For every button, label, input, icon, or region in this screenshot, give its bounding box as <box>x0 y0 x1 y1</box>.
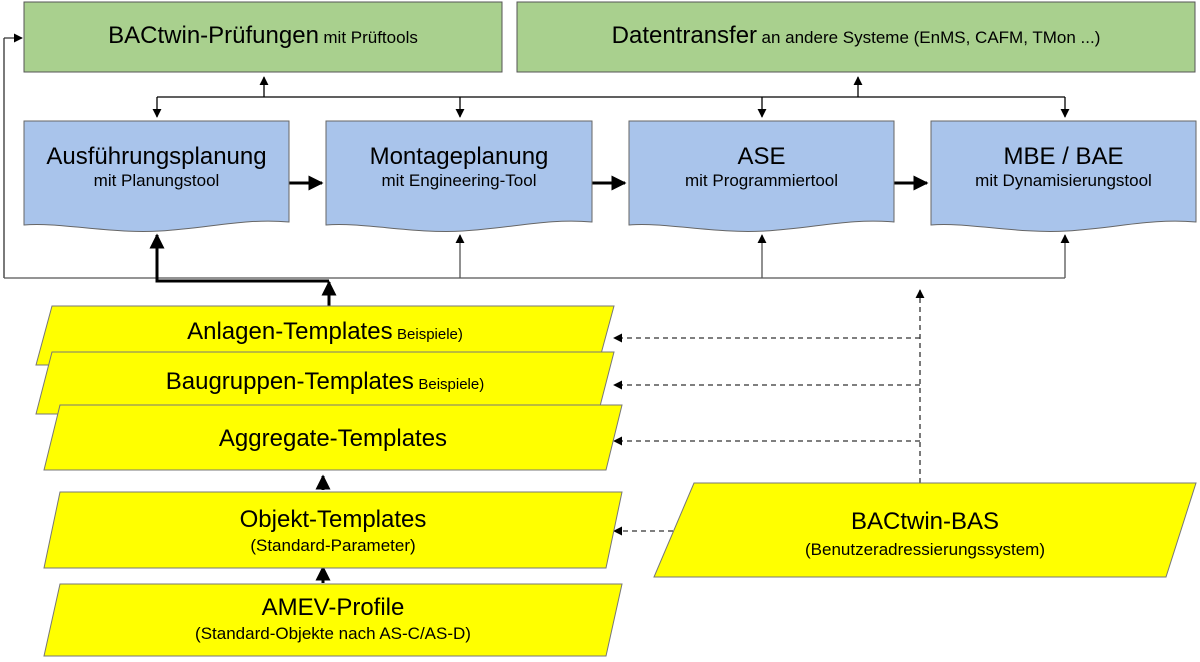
process-box-montageplanung: Montageplanung mit Engineering-Tool <box>326 143 592 190</box>
process-subtitle: mit Programmiertool <box>684 170 839 190</box>
process-box-shape-mbe-bae <box>930 120 1197 232</box>
process-subtitle: mit Dynamisierungstool <box>975 170 1152 190</box>
amev-profile-title: AMEV-Profile <box>261 594 405 621</box>
baugruppen-templates-label: Baugruppen-Templates Beispiele) <box>44 368 606 396</box>
amev-profile-label: AMEV-Profile (Standard-Objekte nach AS-C… <box>52 594 614 643</box>
process-title: ASE <box>737 143 786 170</box>
amev-profile-subtitle: (Standard-Objekte nach AS-C/AS-D) <box>195 623 471 643</box>
process-box-shape-ase <box>628 120 895 232</box>
process-title: Ausführungsplanung <box>46 143 267 170</box>
left-loop-connector <box>3 33 23 278</box>
aggregate-templates-title: Aggregate-Templates <box>218 425 448 452</box>
bas-title: BACtwin-BAS <box>850 508 1000 535</box>
anlagen-templates-title: Anlagen-Templates <box>187 318 393 345</box>
bas-label: BACtwin-BAS (Benutzeradressierungssystem… <box>674 508 1176 559</box>
amev-profile-shape <box>43 583 623 657</box>
anlagen-templates-label: Anlagen-Templates Beispiele) <box>44 318 606 346</box>
pruefungen-label: BACtwin-Prüfungen mit Prüftools <box>24 22 502 50</box>
objekt-templates-title: Objekt-Templates <box>239 506 427 533</box>
datentransfer-label: Datentransfer an andere Systeme (EnMS, C… <box>517 22 1195 50</box>
process-title: Montageplanung <box>369 143 549 170</box>
process-title: MBE / BAE <box>1003 143 1124 170</box>
datentransfer-subtitle: an andere Systeme (EnMS, CAFM, TMon ...) <box>761 28 1101 47</box>
process-box-shape-ausfuehrungsplanung <box>23 120 290 232</box>
process-subtitle: mit Engineering-Tool <box>381 170 537 190</box>
datentransfer-title: Datentransfer <box>611 22 758 49</box>
pruefungen-subtitle: mit Prüftools <box>323 28 418 47</box>
objekt-templates-subtitle: (Standard-Parameter) <box>250 535 416 555</box>
pruefungen-box <box>23 1 503 73</box>
baugruppen-templates-note: Beispiele) <box>418 376 485 393</box>
baugruppen-templates-title: Baugruppen-Templates <box>165 368 414 395</box>
objekt-templates-shape <box>43 491 623 569</box>
bottom-bus-connector <box>4 233 1070 306</box>
process-subtitle: mit Planungstool <box>93 170 220 190</box>
process-box-shape-montageplanung <box>325 120 593 232</box>
bas-dashed-connectors <box>613 289 925 536</box>
anlagen-templates-note: Beispiele) <box>397 326 463 343</box>
datentransfer-box <box>516 1 1196 73</box>
bas-subtitle: (Benutzeradressierungssystem) <box>805 539 1045 559</box>
process-box-ase: ASE mit Programmiertool <box>629 143 894 190</box>
objekt-templates-label: Objekt-Templates (Standard-Parameter) <box>52 506 614 555</box>
aggregate-templates-label: Aggregate-Templates <box>52 425 614 453</box>
process-box-mbe-bae: MBE / BAE mit Dynamisierungstool <box>931 143 1196 190</box>
process-box-ausfuehrungsplanung: Ausführungsplanung mit Planungstool <box>24 143 289 190</box>
aggregate-templates-shape <box>43 404 623 471</box>
top-bus-connector <box>152 76 1070 118</box>
bas-shape <box>653 482 1197 578</box>
pruefungen-title: BACtwin-Prüfungen <box>108 22 319 49</box>
